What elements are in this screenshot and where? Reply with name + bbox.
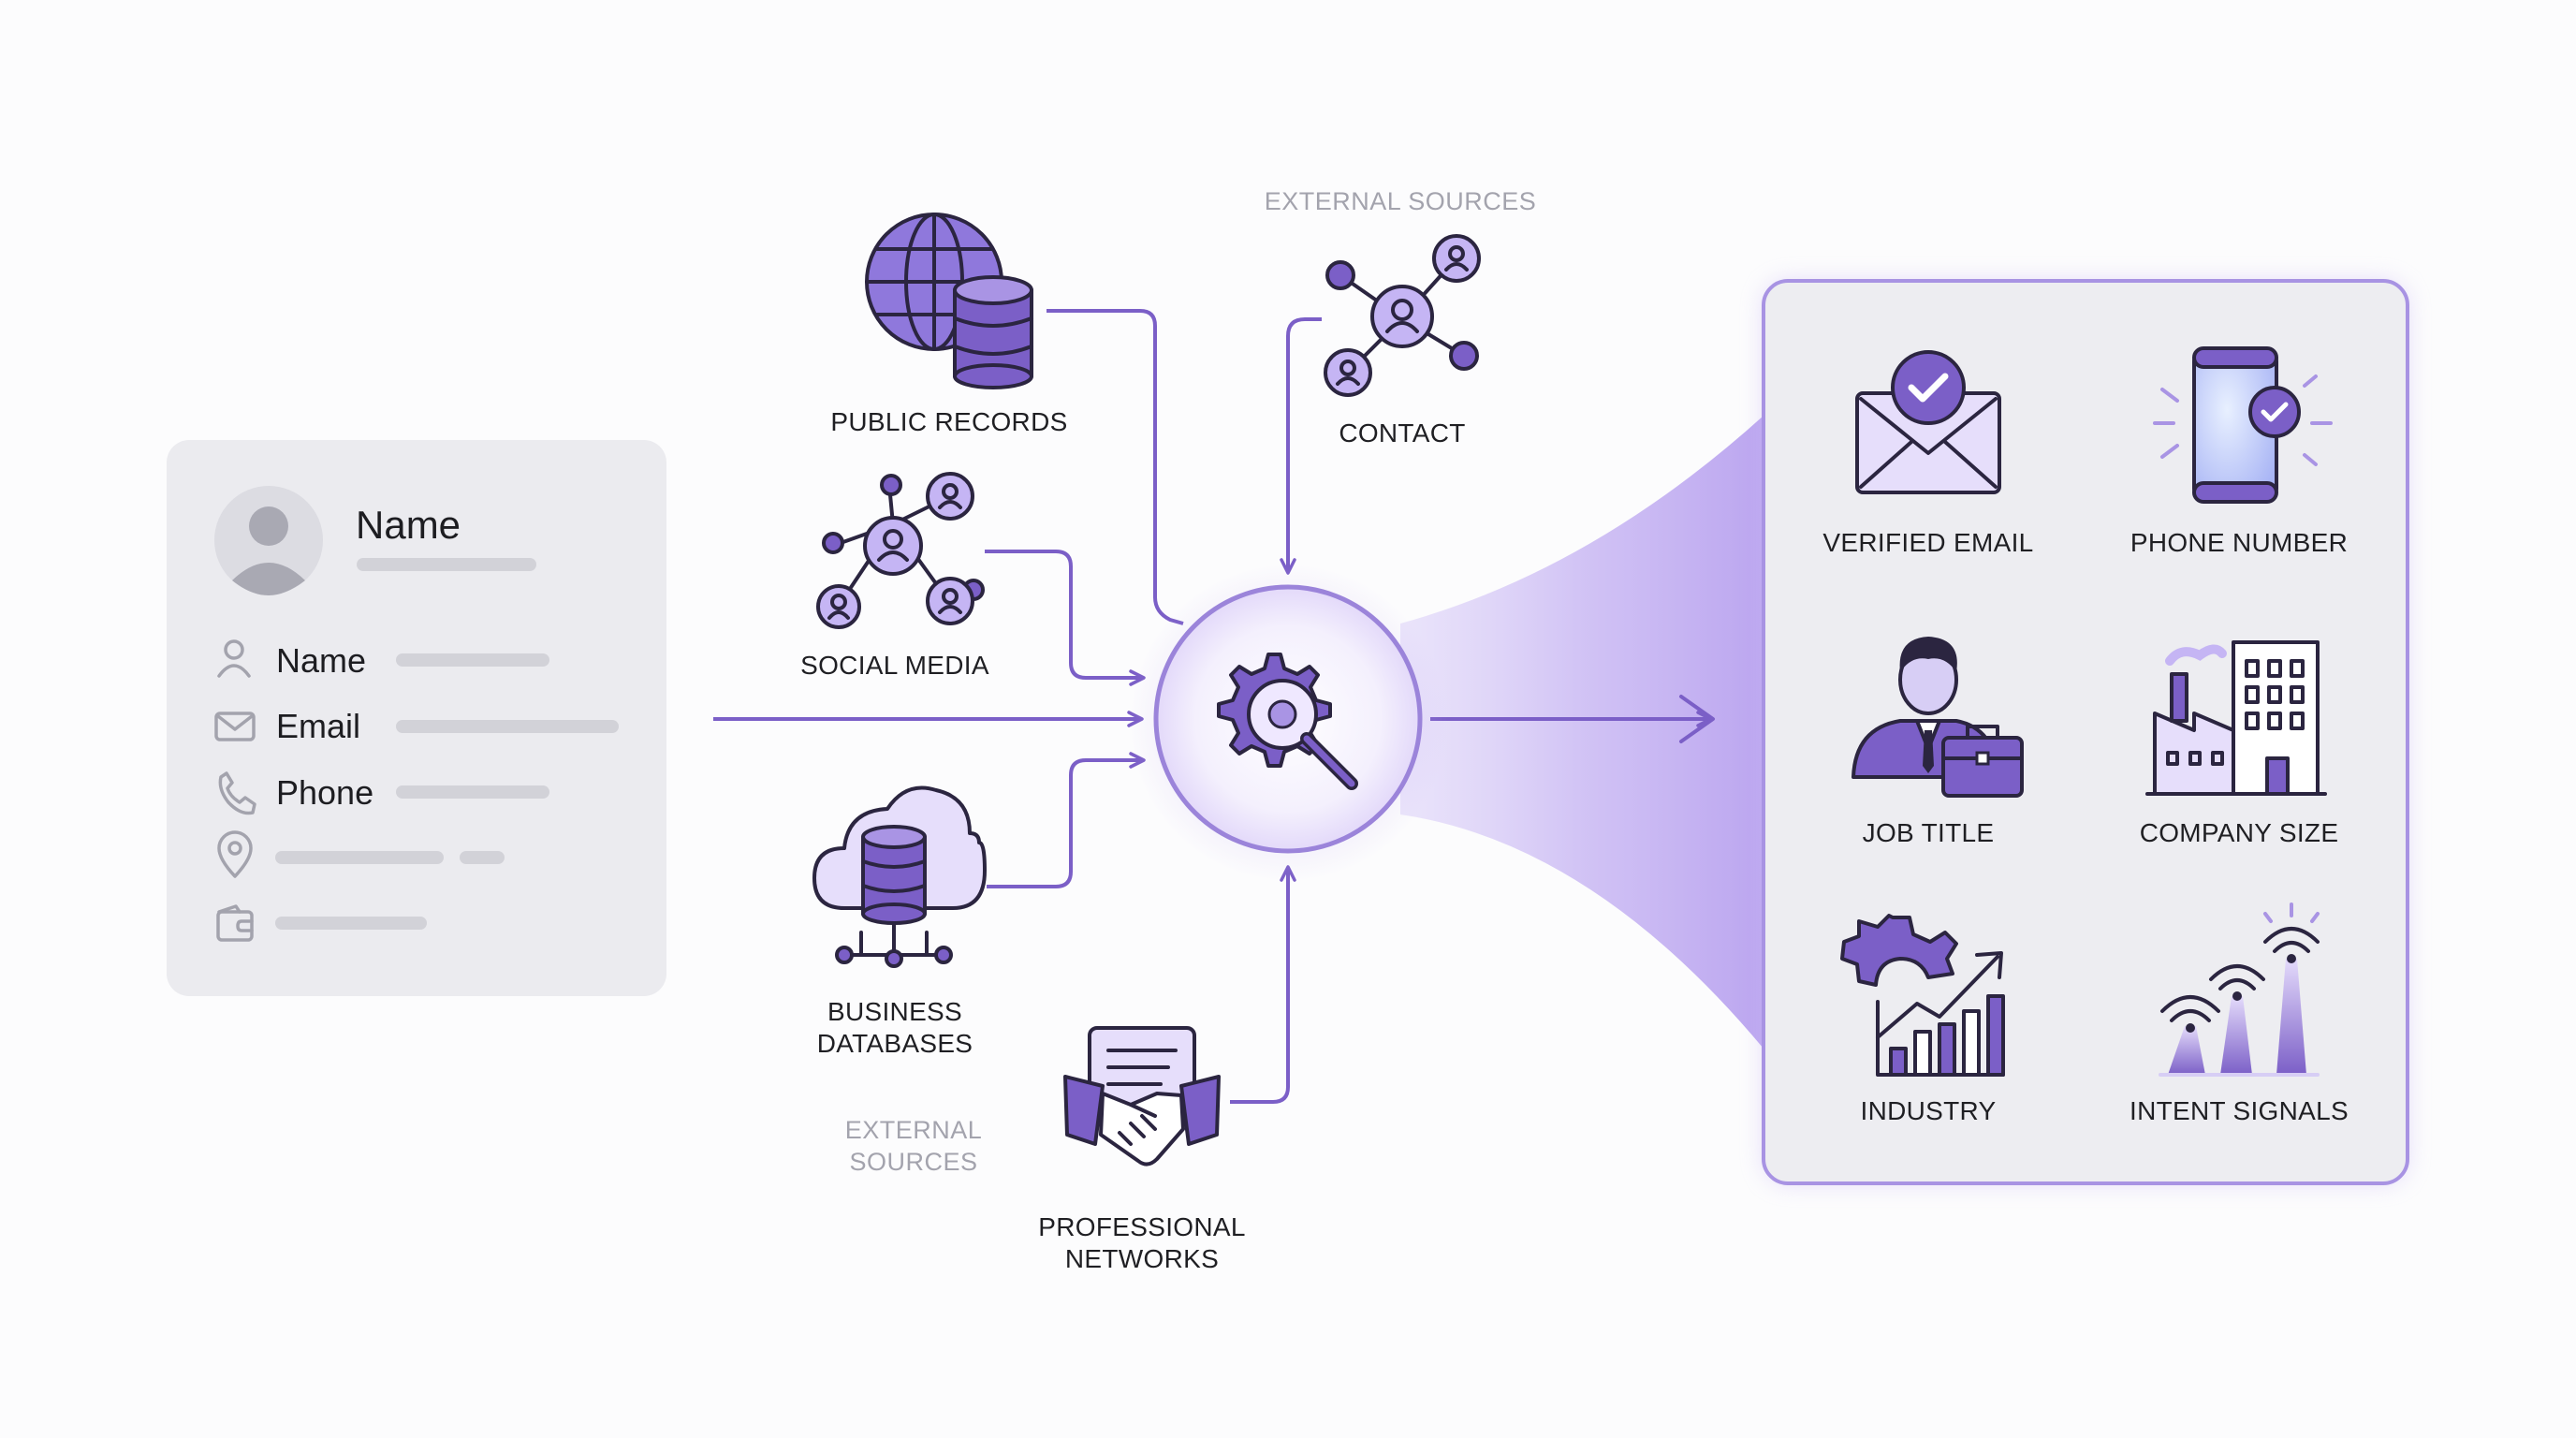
external-sources-label-bottom-line1: EXTERNAL: [845, 1116, 983, 1144]
intent-signals-item: INTENT SIGNALS: [2130, 902, 2349, 1125]
gear-growth-chart-icon: [1840, 914, 2005, 1077]
title-placeholder-bar: [357, 558, 536, 571]
industry-label: INDUSTRY: [1860, 1096, 1996, 1125]
verified-email-label: VERIFIED EMAIL: [1822, 528, 2033, 557]
business-databases-connector: [987, 752, 1146, 888]
wallet-icon: [216, 904, 254, 942]
field-value-placeholder: [460, 851, 505, 864]
field-row-wallet: [216, 904, 427, 942]
verified-phone-icon: [2153, 346, 2333, 504]
avatar: [214, 486, 323, 595]
social-media-source: SOCIAL MEDIA: [800, 472, 989, 680]
field-label-email: Email: [276, 707, 360, 745]
social-network-icon: [816, 472, 985, 629]
field-value-placeholder: [396, 720, 619, 733]
field-row-name: Name: [217, 639, 549, 680]
profile-card: Name Name Email Phone: [167, 440, 666, 996]
contact-network-icon: [1324, 234, 1481, 397]
gear-magnifier-icon: [1217, 653, 1358, 790]
enrichment-funnel: [1400, 416, 1764, 1049]
signal-beams-icon: [2159, 902, 2320, 1077]
industry-item: INDUSTRY: [1840, 914, 2005, 1125]
verified-email-item: VERIFIED EMAIL: [1822, 350, 2033, 557]
field-value-placeholder: [396, 785, 549, 799]
field-row-location: [217, 830, 505, 878]
cloud-database-icon: [812, 785, 987, 968]
external-sources-label-top: EXTERNAL SOURCES: [1265, 187, 1537, 215]
company-size-item: COMPANY SIZE: [2140, 640, 2339, 847]
contact-label: CONTACT: [1339, 418, 1465, 448]
phone-icon: [218, 771, 256, 815]
business-person-icon: [1852, 637, 2024, 798]
field-label-phone: Phone: [276, 773, 373, 812]
connectors: [713, 309, 1322, 1104]
globe-database-icon: [865, 213, 1033, 389]
public-records-connector: [1046, 309, 1184, 625]
social-media-connector: [985, 550, 1146, 686]
person-icon: [217, 639, 251, 678]
field-row-email: Email: [214, 707, 619, 745]
verified-envelope-icon: [1855, 350, 2001, 494]
professional-networks-label-line2: NETWORKS: [1065, 1244, 1219, 1273]
business-databases-label-line2: DATABASES: [817, 1029, 973, 1058]
public-records-source: PUBLIC RECORDS: [830, 213, 1067, 436]
location-pin-icon: [217, 830, 253, 878]
public-records-label: PUBLIC RECORDS: [830, 407, 1067, 436]
social-media-label: SOCIAL MEDIA: [800, 651, 989, 680]
professional-networks-source: PROFESSIONAL NETWORKS: [1038, 1026, 1245, 1273]
contact-source: CONTACT: [1324, 234, 1481, 448]
field-value-placeholder: [275, 851, 444, 864]
factory-building-icon: [2145, 640, 2327, 796]
processing-hub: [1129, 564, 1447, 882]
external-sources-label-bottom-line2: SOURCES: [849, 1148, 977, 1176]
profile-title: Name: [356, 503, 461, 547]
contact-connector: [1280, 317, 1322, 575]
professional-networks-connector: [1230, 865, 1296, 1104]
output-panel: VERIFIED EMAIL PHONE NUMBER: [1762, 279, 2409, 1185]
field-row-phone: Phone: [218, 771, 549, 815]
job-title-label: JOB TITLE: [1863, 818, 1995, 847]
business-databases-label-line1: BUSINESS: [827, 997, 962, 1026]
business-databases-source: BUSINESS DATABASES: [812, 785, 987, 1058]
field-label-name: Name: [276, 641, 366, 680]
intent-signals-label: INTENT SIGNALS: [2130, 1096, 2349, 1125]
handshake-document-icon: [1063, 1026, 1221, 1167]
professional-networks-label-line1: PROFESSIONAL: [1038, 1212, 1245, 1241]
envelope-icon: [214, 712, 256, 741]
company-size-label: COMPANY SIZE: [2140, 818, 2339, 847]
phone-number-label: PHONE NUMBER: [2130, 528, 2348, 557]
phone-number-item: PHONE NUMBER: [2130, 346, 2348, 557]
field-value-placeholder: [396, 653, 549, 667]
job-title-item: JOB TITLE: [1852, 637, 2024, 847]
field-value-placeholder: [275, 917, 427, 930]
